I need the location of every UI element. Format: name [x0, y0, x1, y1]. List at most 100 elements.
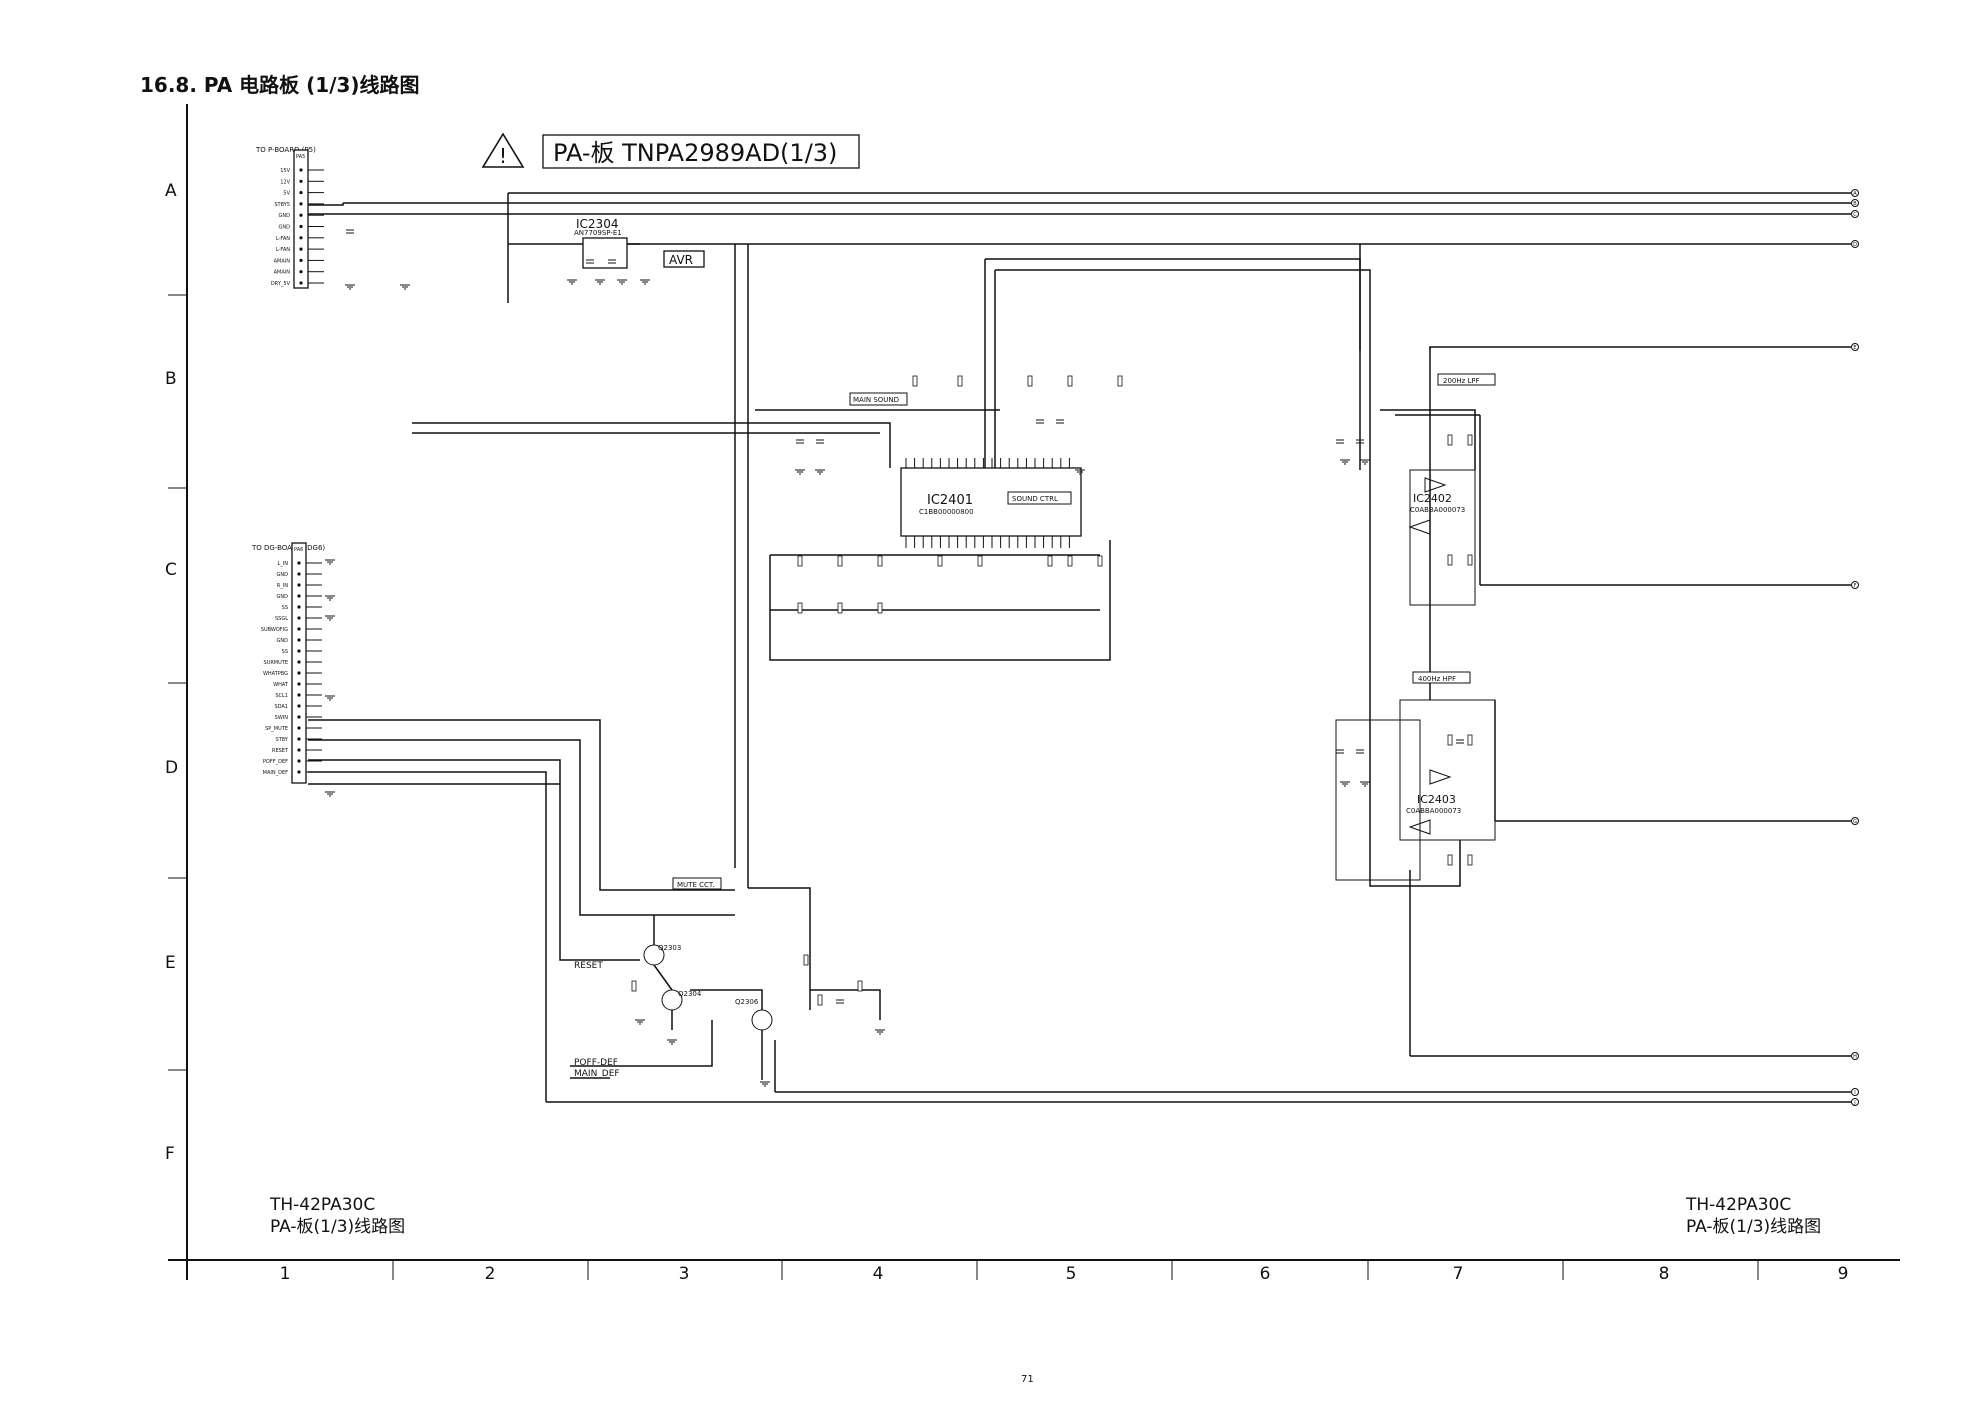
ic2403-opamp-a — [1429, 769, 1452, 785]
pin-label: SWIN — [275, 715, 289, 721]
row-label-F: F — [165, 1144, 175, 1164]
column-label-3: 3 — [679, 1264, 690, 1284]
hpf-label: 400Hz HPF — [1418, 675, 1456, 683]
pin-label: L-FAN — [276, 236, 290, 242]
svg-text:C: C — [1853, 212, 1857, 218]
main-sound-label: MAIN SOUND — [853, 396, 899, 404]
reset-label: RESET — [574, 961, 603, 971]
ic2403-feedback-loop — [1335, 719, 1421, 881]
pin-label: GND — [277, 638, 289, 644]
top-bus-wires — [308, 192, 1851, 1103]
pin-label: SSGL — [275, 616, 288, 622]
pin-label: AMAIN — [274, 258, 291, 264]
connector-p-board: TO P-BOARD (P5) PA5 15V12V5VSTBY5GNDGNDL… — [255, 146, 324, 289]
q2306-ref: Q2306 — [735, 998, 759, 1006]
off-page-connector — [1851, 581, 1859, 589]
pin-label: AMAIN — [274, 270, 291, 276]
pin-label: DRY_5V — [271, 281, 291, 287]
lpf-label: 200Hz LPF — [1443, 377, 1480, 385]
main-def-label: MAIN_DEF — [574, 1069, 620, 1079]
row-label-B: B — [165, 369, 177, 389]
pin-label: STBY5 — [274, 202, 290, 208]
column-label-9: 9 — [1838, 1264, 1849, 1284]
pin-label: GND — [277, 594, 289, 600]
off-page-connector — [1851, 210, 1859, 218]
pin-label: SCL1 — [275, 693, 288, 699]
ic2402-ref: IC2402 — [1413, 492, 1452, 505]
avr-block-box — [663, 250, 705, 268]
connector-dg-board-ref: PA6 — [294, 547, 303, 553]
pin-label: R_IN — [277, 583, 288, 589]
sound-ctrl-label: SOUND CTRL — [1012, 495, 1058, 503]
pin-label: SS — [282, 605, 288, 611]
footer-model-right: TH-42PA30C — [1685, 1195, 1791, 1215]
svg-text:H: H — [1853, 1054, 1857, 1060]
off-page-connector — [1851, 1052, 1859, 1060]
connector-dg-board-title: TO DG-BOARD (DG6) — [251, 544, 325, 552]
footer-caption-right: PA-板(1/3)线路图 — [1686, 1217, 1821, 1237]
ic2304-group: IC2304 AN7709SP-E1 AVR — [574, 217, 705, 269]
off-page-connector — [1851, 817, 1859, 825]
off-page-connector — [1851, 199, 1859, 207]
row-label-E: E — [165, 953, 176, 973]
pin-label: RESET — [272, 748, 289, 754]
passive-components — [325, 229, 1473, 1087]
column-label-6: 6 — [1260, 1264, 1271, 1284]
off-page-connector — [1851, 189, 1859, 197]
ic2402-group: 200Hz LPF IC2402 C0ABBA000073 — [1380, 373, 1496, 606]
pin-label: GND — [279, 225, 291, 231]
pin-label: L-FAN — [276, 247, 290, 253]
page-number: 71 — [1021, 1374, 1034, 1385]
ic2403-part: C0ABBA000073 — [1406, 807, 1461, 815]
column-label-2: 2 — [485, 1264, 496, 1284]
svg-text:E: E — [1853, 345, 1856, 351]
ic2402-box — [1409, 469, 1476, 606]
svg-text:F: F — [1854, 583, 1857, 589]
hpf-label-box — [1412, 671, 1471, 684]
off-page-connector — [1851, 343, 1859, 351]
pin-label: 12V — [280, 179, 290, 185]
ic2304-ref: IC2304 — [576, 217, 618, 231]
mute-label-box — [672, 877, 722, 890]
svg-text:A: A — [1853, 191, 1857, 197]
row-label-C: C — [165, 560, 177, 580]
ic2402-opamp-b — [1408, 519, 1431, 535]
ic2403-group: 400Hz HPF IC2403 C0ABBA000073 — [1335, 340, 1496, 887]
pin-label: SDA1 — [274, 704, 288, 710]
pin-label: POFF_DEF — [263, 759, 288, 765]
ic2401-ref: IC2401 — [927, 493, 973, 508]
pin-label: WHAT — [273, 682, 289, 688]
pin-label: SUBWOFIG — [261, 627, 288, 633]
pin-label: 15V — [280, 168, 290, 174]
ic2403-box — [1399, 699, 1496, 841]
pin-label: SP_MUTE — [265, 726, 288, 732]
ic2304-part: AN7709SP-E1 — [574, 229, 622, 237]
pin-label: MAIN_DEF — [263, 770, 288, 776]
q2304-ref: Q2304 — [678, 990, 702, 998]
pin-label: SS — [282, 649, 288, 655]
svg-text:G: G — [1853, 819, 1857, 825]
svg-text:!: ! — [499, 144, 507, 168]
svg-text:D: D — [1853, 242, 1857, 248]
pin-label: 5V — [283, 191, 290, 197]
svg-text:I: I — [1854, 1090, 1855, 1096]
footer-caption-left: PA-板(1/3)线路图 — [270, 1217, 405, 1237]
ic2403-ref: IC2403 — [1417, 793, 1456, 806]
board-title: PA-板 TNPA2989AD(1/3) — [553, 139, 837, 167]
warning-triangle-icon: ! — [481, 132, 525, 168]
pin-label: GND — [279, 213, 291, 219]
column-label-8: 8 — [1659, 1264, 1670, 1284]
row-label-D: D — [165, 758, 178, 778]
off-page-connector — [1851, 1098, 1859, 1106]
connector-dg-board: TO DG-BOARD (DG6) PA6 L_INGNDR_INGNDSSSS… — [251, 542, 325, 784]
pin-label: GND — [277, 572, 289, 578]
column-label-4: 4 — [873, 1264, 884, 1284]
connector-p-board-ref: PA5 — [296, 154, 305, 160]
mute-circuit: MUTE CCT. Q2303 Q2304 Q2306 RESET POFF-D… — [308, 719, 881, 1102]
pin-label: WHATPBG — [263, 671, 288, 677]
